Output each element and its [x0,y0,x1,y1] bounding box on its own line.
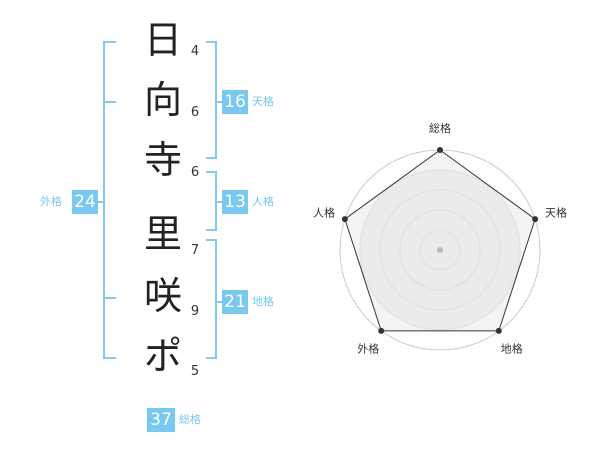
given-stroke-3: 5 [190,364,200,379]
surname-stroke-1: 4 [190,44,200,59]
given-stroke-2: 9 [190,304,200,319]
tenkaku-bracket [206,41,217,159]
surname-char-1: 日 [143,18,182,62]
radar-axis-label: 外格 [357,342,379,356]
radar-shape [341,147,539,334]
soukaku-score: 37 [147,408,175,432]
radar-point [341,216,348,223]
radar-point [495,327,502,334]
radar-axis-label: 総格 [429,121,451,135]
soukaku-label: 総格 [179,413,201,426]
jinkaku-score: 13 [222,190,248,214]
radar-point [437,147,443,153]
chikaku-bracket [206,239,217,359]
radar-axis-label: 地格 [501,342,523,356]
radar-axis-label: 天格 [545,205,567,219]
surname-char-3: 寺 [143,138,182,182]
given-stroke-1: 7 [190,243,200,258]
radar-point [532,216,539,223]
radar-axis-label: 人格 [313,205,335,219]
tenkaku-label: 天格 [252,95,274,108]
given-char-3: ポ [143,334,182,378]
gaikaku-score: 24 [72,190,98,214]
radar-point [378,327,385,334]
radar-center-point [437,247,443,253]
surname-char-2: 向 [143,78,182,122]
surname-stroke-2: 6 [190,105,200,120]
surname-stroke-3: 6 [190,165,200,180]
chikaku-score: 21 [222,290,248,314]
gaikaku-bracket [103,41,116,359]
gaikaku-label: 外格 [40,195,62,208]
jinkaku-label: 人格 [252,195,274,208]
given-char-2: 咲 [143,274,182,318]
chikaku-label: 地格 [252,295,274,308]
tenkaku-score: 16 [222,90,248,114]
given-char-1: 里 [143,212,182,256]
radar-polygon [344,149,536,332]
